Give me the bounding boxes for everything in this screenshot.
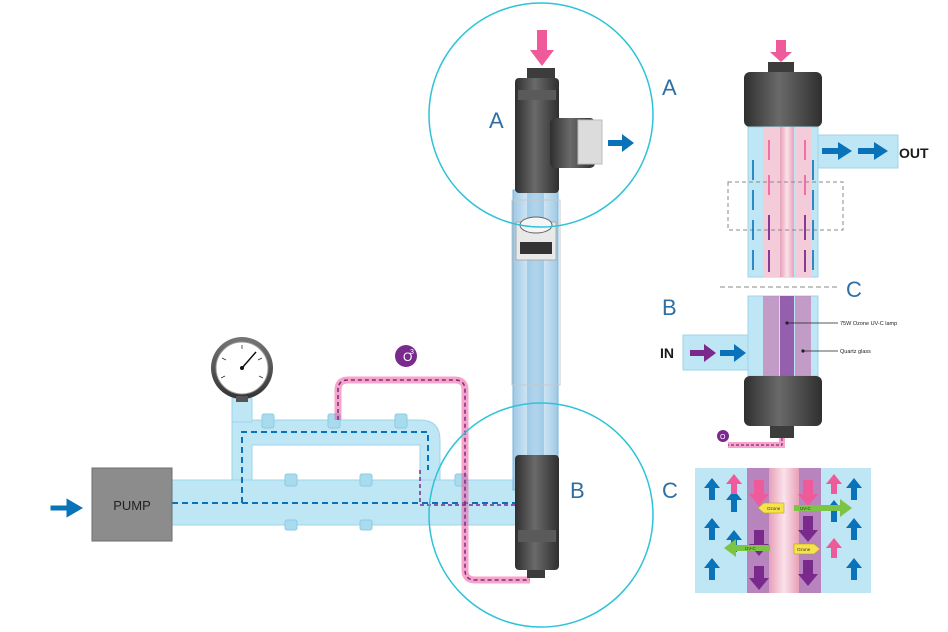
ozone-label: O <box>403 350 412 364</box>
detail-circle-b <box>428 402 654 628</box>
gauge-needle <box>241 351 257 369</box>
svg-text:UV-C: UV-C <box>800 506 812 511</box>
pump: PUMP <box>91 467 173 542</box>
label-b-circle: B <box>570 478 585 503</box>
lamp-label: 75W Ozone UV-C lamp <box>840 321 897 327</box>
ozone-inlet-arrow <box>530 30 554 66</box>
uvc-arrow-2: UV-C <box>724 539 770 557</box>
pipe-network <box>169 376 533 584</box>
inlet-arrow <box>50 498 83 518</box>
label-b-detail: B <box>662 295 677 320</box>
uv-reactor <box>511 68 603 578</box>
label-a-left: A <box>489 108 504 133</box>
out-label: OUT <box>899 145 929 161</box>
detail-b: B IN 75W Ozone UV-C lamp Quartz glass O <box>660 295 897 448</box>
ozone-bottom-label: O <box>720 434 726 441</box>
in-label: IN <box>660 345 674 361</box>
svg-text:Ozone: Ozone <box>797 547 811 552</box>
uvc-arrow-1: UV-C <box>794 499 852 517</box>
ozone-tag-1: Ozone <box>757 502 785 514</box>
detail-circle-a <box>428 2 654 228</box>
ozone-bubble: O 3 <box>395 345 417 367</box>
pump-label: PUMP <box>113 498 151 513</box>
pressure-gauge <box>211 337 273 402</box>
label-c-bottom: C <box>662 478 678 503</box>
ozone-tag-2: Ozone <box>793 543 821 555</box>
label-a-right: A <box>662 75 677 100</box>
svg-text:UV-C: UV-C <box>745 546 757 551</box>
detail-a: OUT <box>727 40 929 278</box>
svg-text:Ozone: Ozone <box>767 506 781 511</box>
detail-c: Ozone Ozone UV-C UV-C <box>695 468 871 593</box>
quartz-label: Quartz glass <box>840 349 871 355</box>
outlet-arrow <box>608 134 634 152</box>
label-c-detail: C <box>846 277 862 302</box>
bypass-loop <box>231 419 441 481</box>
ozone-sup: 3 <box>410 349 414 356</box>
